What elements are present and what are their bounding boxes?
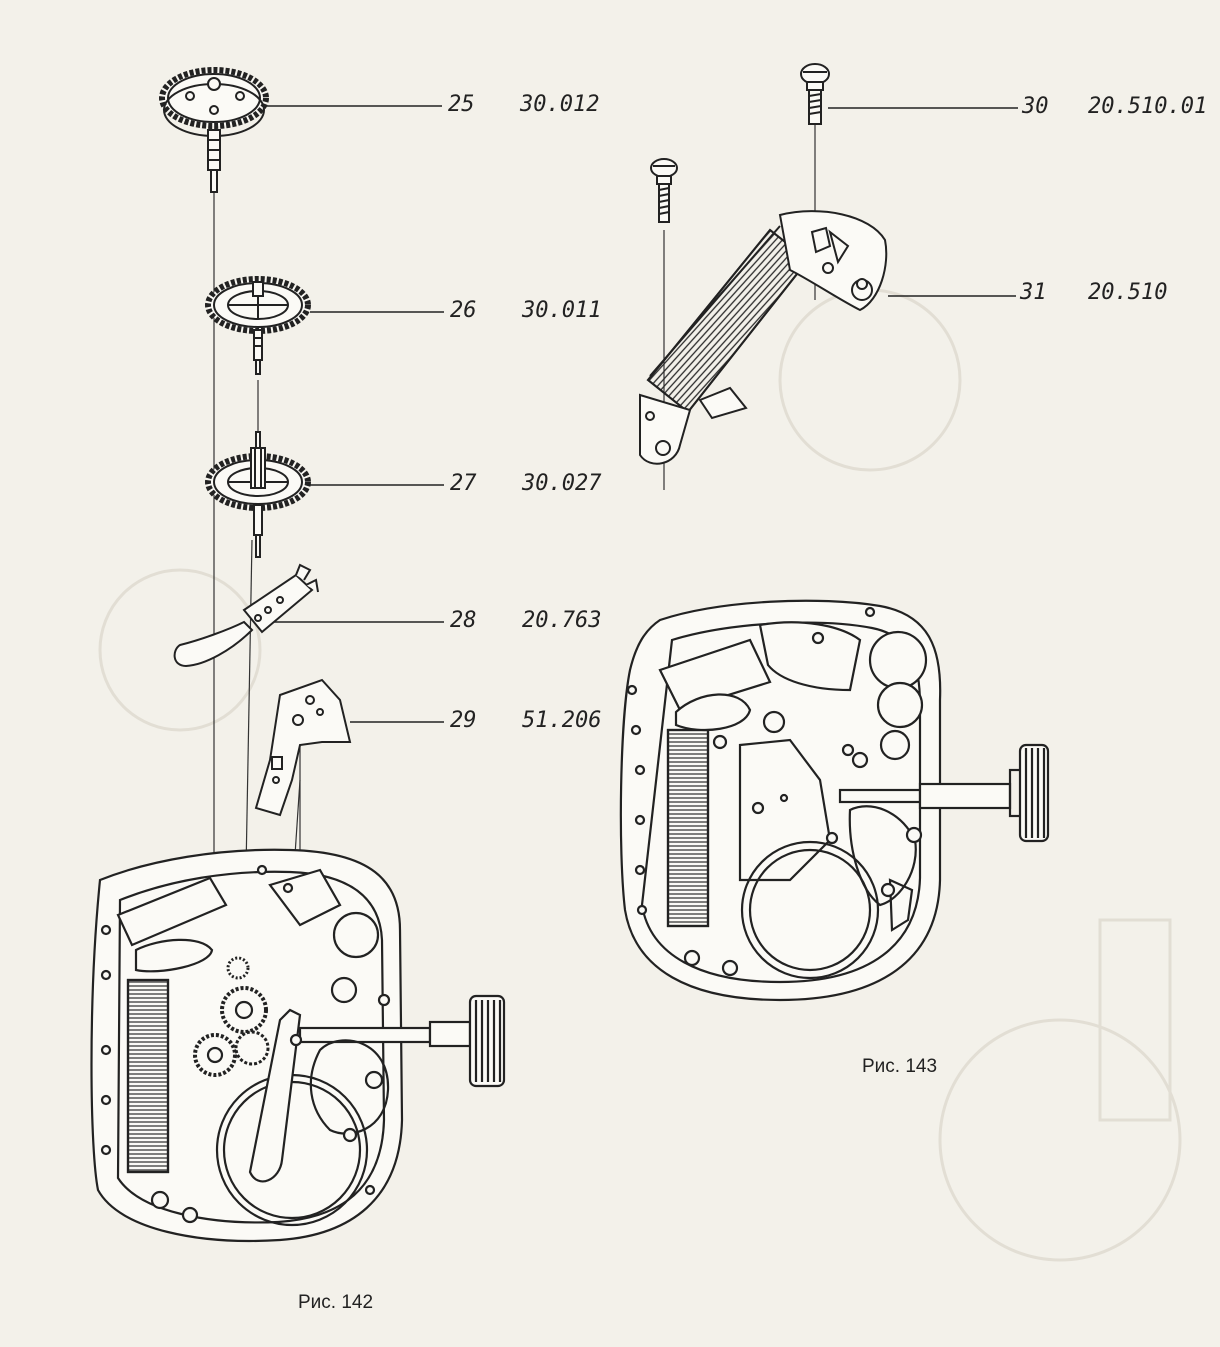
movement-143 (619, 599, 1050, 1002)
part-31-code: 20.510 (1088, 280, 1168, 305)
part-29-number: 29 (450, 708, 477, 733)
part-29-plate (254, 678, 352, 817)
part-31-coil-assembly (639, 210, 888, 465)
part-27-wheel (205, 431, 311, 558)
part-25-wheel (159, 67, 269, 193)
part-28-number: 28 (450, 608, 477, 633)
part-26-wheel (205, 276, 311, 375)
figure-142-caption: Рис. 142 (298, 1292, 374, 1313)
part-25-number: 25 (448, 92, 475, 117)
part-31-number: 31 (1020, 280, 1047, 305)
part-26-code: 30.011 (522, 298, 602, 323)
part-27-code: 30.027 (522, 471, 602, 496)
part-30-screw (800, 63, 830, 125)
coil-screw (650, 158, 678, 223)
part-25-code: 30.012 (520, 92, 600, 117)
part-28-code: 20.763 (522, 608, 602, 633)
part-28-lever (173, 563, 319, 668)
leader-lines-143 (828, 107, 1018, 297)
part-30-code: 20.510.01 (1088, 94, 1208, 119)
part-26-number: 26 (450, 298, 477, 323)
leader-lines-142 (262, 105, 444, 723)
figure-143-caption: Рис. 143 (862, 1056, 938, 1077)
background-ghost (98, 288, 1182, 1262)
part-29-code: 51.206 (522, 708, 602, 733)
part-27-number: 27 (450, 471, 477, 496)
movement-142 (90, 848, 506, 1243)
part-30-number: 30 (1022, 94, 1049, 119)
